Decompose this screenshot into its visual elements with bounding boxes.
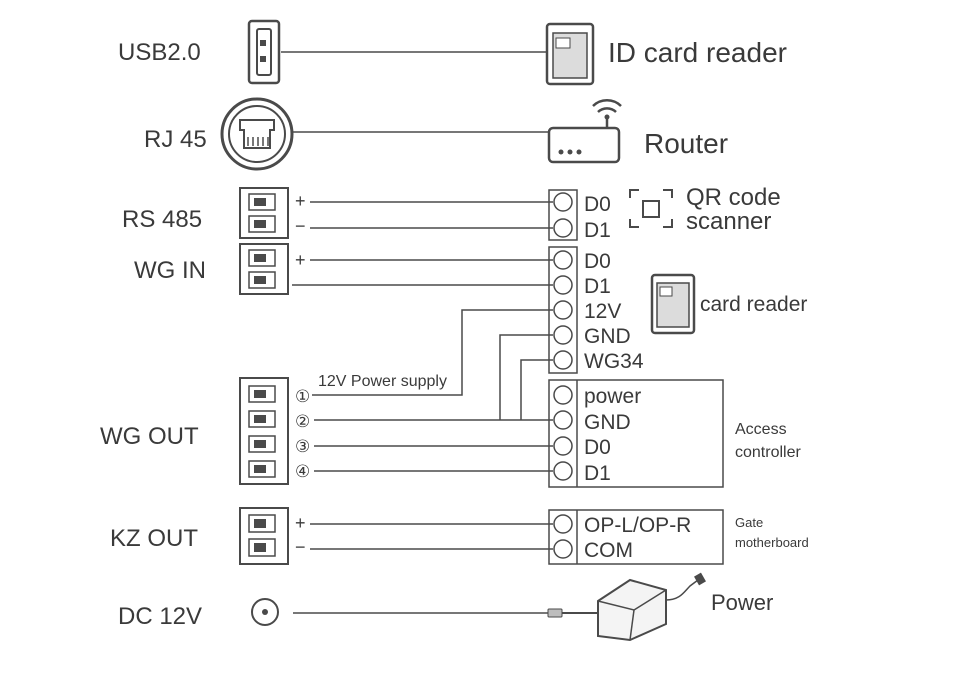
label-kz-out: KZ OUT [110,525,198,552]
card-reader-icon [650,273,696,335]
label-usb: USB2.0 [118,39,201,66]
qr-terminal-block [548,189,578,241]
label-access-line2: controller [735,444,801,461]
wg-in-plus: + [295,250,306,270]
label-rs485: RS 485 [122,206,202,233]
gate-terminal-com: COM [584,539,633,562]
router-icon [547,117,621,164]
qr-terminal-d0: D0 [584,193,611,216]
card-terminal-d0: D0 [584,250,611,273]
usb-port-icon [247,19,281,85]
label-access-line1: Access [735,421,787,438]
card-terminal-wg34: WG34 [584,350,644,373]
label-power: Power [711,590,773,615]
rs485-plus: + [295,191,306,211]
label-rj45: RJ 45 [144,126,207,153]
gate-terminal-op: OP-L/OP-R [584,514,691,537]
label-qr-line1: QR code [686,184,781,211]
access-terminal-power: power [584,385,641,408]
qr-terminal-d1: D1 [584,219,611,242]
wg-out-pin-1: ① [295,387,310,406]
rs485-minus: − [295,216,306,236]
label-gate-line1: Gate [735,515,763,530]
label-qr-line2: scanner [686,208,771,235]
label-dc12v: DC 12V [118,603,202,630]
wg-in-connector [239,243,289,295]
access-terminal-d1: D1 [584,462,611,485]
wifi-icon [592,99,622,120]
rs485-connector [239,187,289,239]
gate-motherboard-box [548,509,724,565]
card-terminal-12v: 12V [584,300,621,323]
label-wg-in: WG IN [134,257,206,284]
kz-out-minus: − [295,537,306,557]
id-card-icon [545,22,595,86]
label-card-reader: card reader [700,293,807,316]
label-12v-power-supply: 12V Power supply [318,373,447,390]
access-terminal-gnd: GND [584,411,631,434]
wg-out-pin-2: ② [295,412,310,431]
card-terminal-gnd: GND [584,325,631,348]
label-router: Router [644,128,728,159]
access-controller-box [548,379,724,488]
power-adapter-icon [547,572,706,642]
access-terminal-d0: D0 [584,436,611,459]
label-gate-line2: motherboard [735,535,809,550]
label-id-card-reader: ID card reader [608,37,787,68]
label-wg-out: WG OUT [100,423,199,450]
dc-jack-icon [251,598,279,626]
wg-out-pin-3: ③ [295,437,310,456]
wg-out-connector [239,377,289,485]
wire-12v-supply [312,309,553,396]
card-reader-terminal-block [548,246,578,374]
wire-gnd-jumper-b [520,359,553,420]
kz-out-plus: + [295,513,306,533]
kz-out-connector [239,507,289,565]
card-terminal-d1: D1 [584,275,611,298]
wg-out-pin-4: ④ [295,462,310,481]
wire-gnd-jumper-a [499,334,553,420]
rj45-port-icon [220,97,294,171]
qr-scanner-icon [629,189,673,228]
